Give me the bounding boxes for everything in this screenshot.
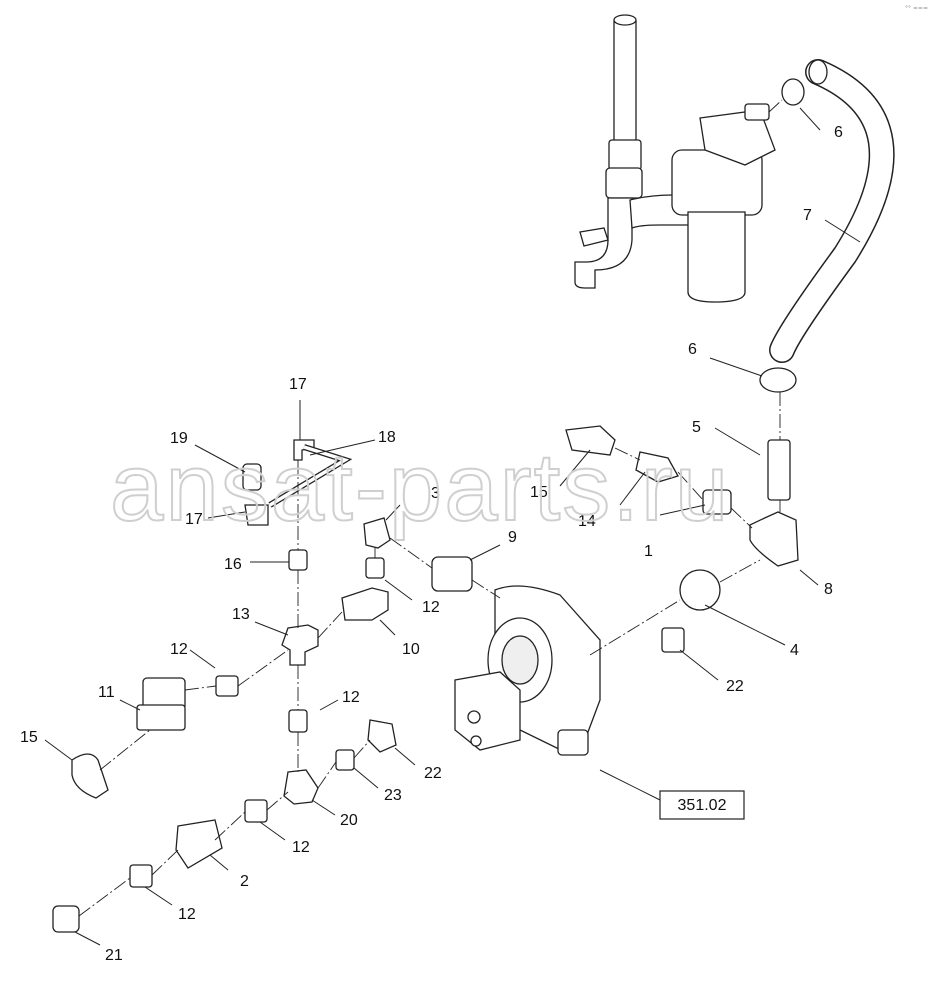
leader-lines [44,107,861,946]
callout-20: 20 [340,812,358,829]
callout-15-right: 15 [530,484,548,501]
callout-12-a: 12 [422,599,440,616]
callout-12-c: 12 [342,689,360,706]
nut-fitting [679,569,721,611]
filter-assembly [574,14,776,303]
callout-8: 8 [824,581,833,598]
callout-22-top: 22 [726,678,744,695]
pump-assembly [454,585,601,756]
callout-16: 16 [224,556,242,573]
callout-3: 3 [431,485,440,502]
reference-box-label: 351.02 [678,797,727,814]
callout-1: 1 [644,543,653,560]
reference-box-frame [659,790,745,820]
callout-10: 10 [402,641,420,658]
hose-clamp-mid [759,367,797,393]
callout-12-b: 12 [170,641,188,658]
hose-adapter [767,439,791,501]
callout-12-d: 12 [292,839,310,856]
callout-4: 4 [790,642,799,659]
callout-15-left: 15 [20,729,38,746]
callout-6-mid: 6 [688,341,697,358]
callout-13: 13 [232,606,250,623]
hose-clamp-top [781,78,805,106]
callout-22-bottom: 22 [424,765,442,782]
elbow-fitting [749,511,799,567]
corner-mark: °° === [905,5,928,12]
callout-11: 11 [98,684,115,701]
hose [769,59,895,363]
callout-21: 21 [105,947,123,964]
callout-labels: 6 7 6 5 8 4 22 1 14 15 9 3 12 10 17 18 1… [20,124,843,964]
callout-14: 14 [578,513,596,530]
callout-12-e: 12 [178,906,196,923]
watermark: ansat-parts.ru [110,434,730,541]
callout-6-top: 6 [834,124,843,141]
callout-23: 23 [384,787,402,804]
tubing-assembly [52,425,732,933]
callout-5: 5 [692,419,701,436]
callout-18: 18 [378,429,396,446]
centerlines [78,99,783,917]
callout-7: 7 [803,207,812,224]
callout-9: 9 [508,529,517,546]
callout-19: 19 [170,430,188,447]
callout-2: 2 [240,873,249,890]
small-fitting [661,627,685,653]
callout-17-left: 17 [185,511,203,528]
callout-17-top: 17 [289,376,307,393]
